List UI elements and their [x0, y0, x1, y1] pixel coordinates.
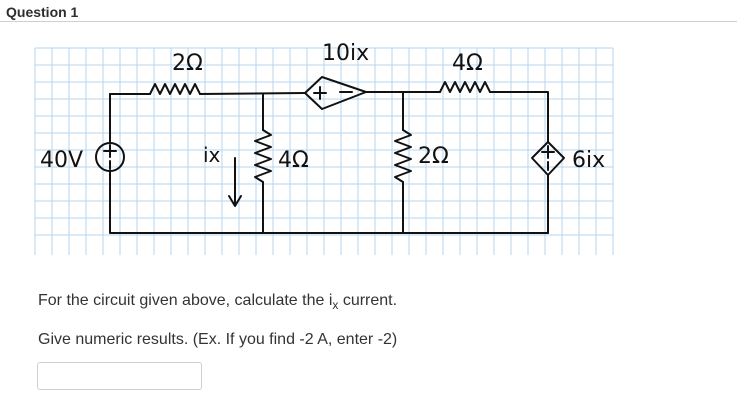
- resistor-top-left: [149, 83, 201, 95]
- question-title: Question 1: [6, 4, 79, 20]
- v40-plus-sign: [103, 144, 117, 158]
- label-r-mid-left: 4Ω: [278, 148, 309, 173]
- graph-paper-grid: [34, 47, 614, 255]
- prompt-before: For the circuit given above, calculate t…: [38, 292, 333, 309]
- resistor-mid-right: [394, 129, 412, 183]
- label-v-source: 40V: [40, 148, 83, 173]
- prompt-after: current.: [338, 292, 398, 309]
- wire-left-lower: [109, 170, 549, 234]
- label-dep-source-right: 6ix: [572, 148, 605, 173]
- dep-right-plus-sign: [541, 145, 555, 159]
- label-r-top-left: 2Ω: [172, 51, 203, 76]
- answer-input[interactable]: [37, 362, 202, 390]
- dep-top-plus-sign: [313, 86, 327, 100]
- ix-arrow: [228, 157, 242, 207]
- label-r-mid-right: 2Ω: [418, 144, 449, 169]
- wire-top-middle-left: [199, 92, 306, 95]
- prompt-subscript: x: [332, 298, 339, 312]
- resistor-mid-left: [254, 129, 272, 183]
- question-instructions: Give numeric results. (Ex. If you find -…: [38, 331, 398, 348]
- resistor-top-right: [439, 81, 491, 93]
- title-divider: [0, 21, 737, 22]
- wire-top-right: [489, 91, 549, 143]
- label-dep-source-top: 10ix: [322, 41, 369, 66]
- label-r-top-right: 4Ω: [452, 51, 483, 76]
- circuit-diagram: 2Ω 10ix 4Ω 40V ix 4Ω 2Ω 6ix: [34, 41, 614, 255]
- question-prompt: For the circuit given above, calculate t…: [38, 292, 397, 312]
- label-ix: ix: [203, 143, 221, 167]
